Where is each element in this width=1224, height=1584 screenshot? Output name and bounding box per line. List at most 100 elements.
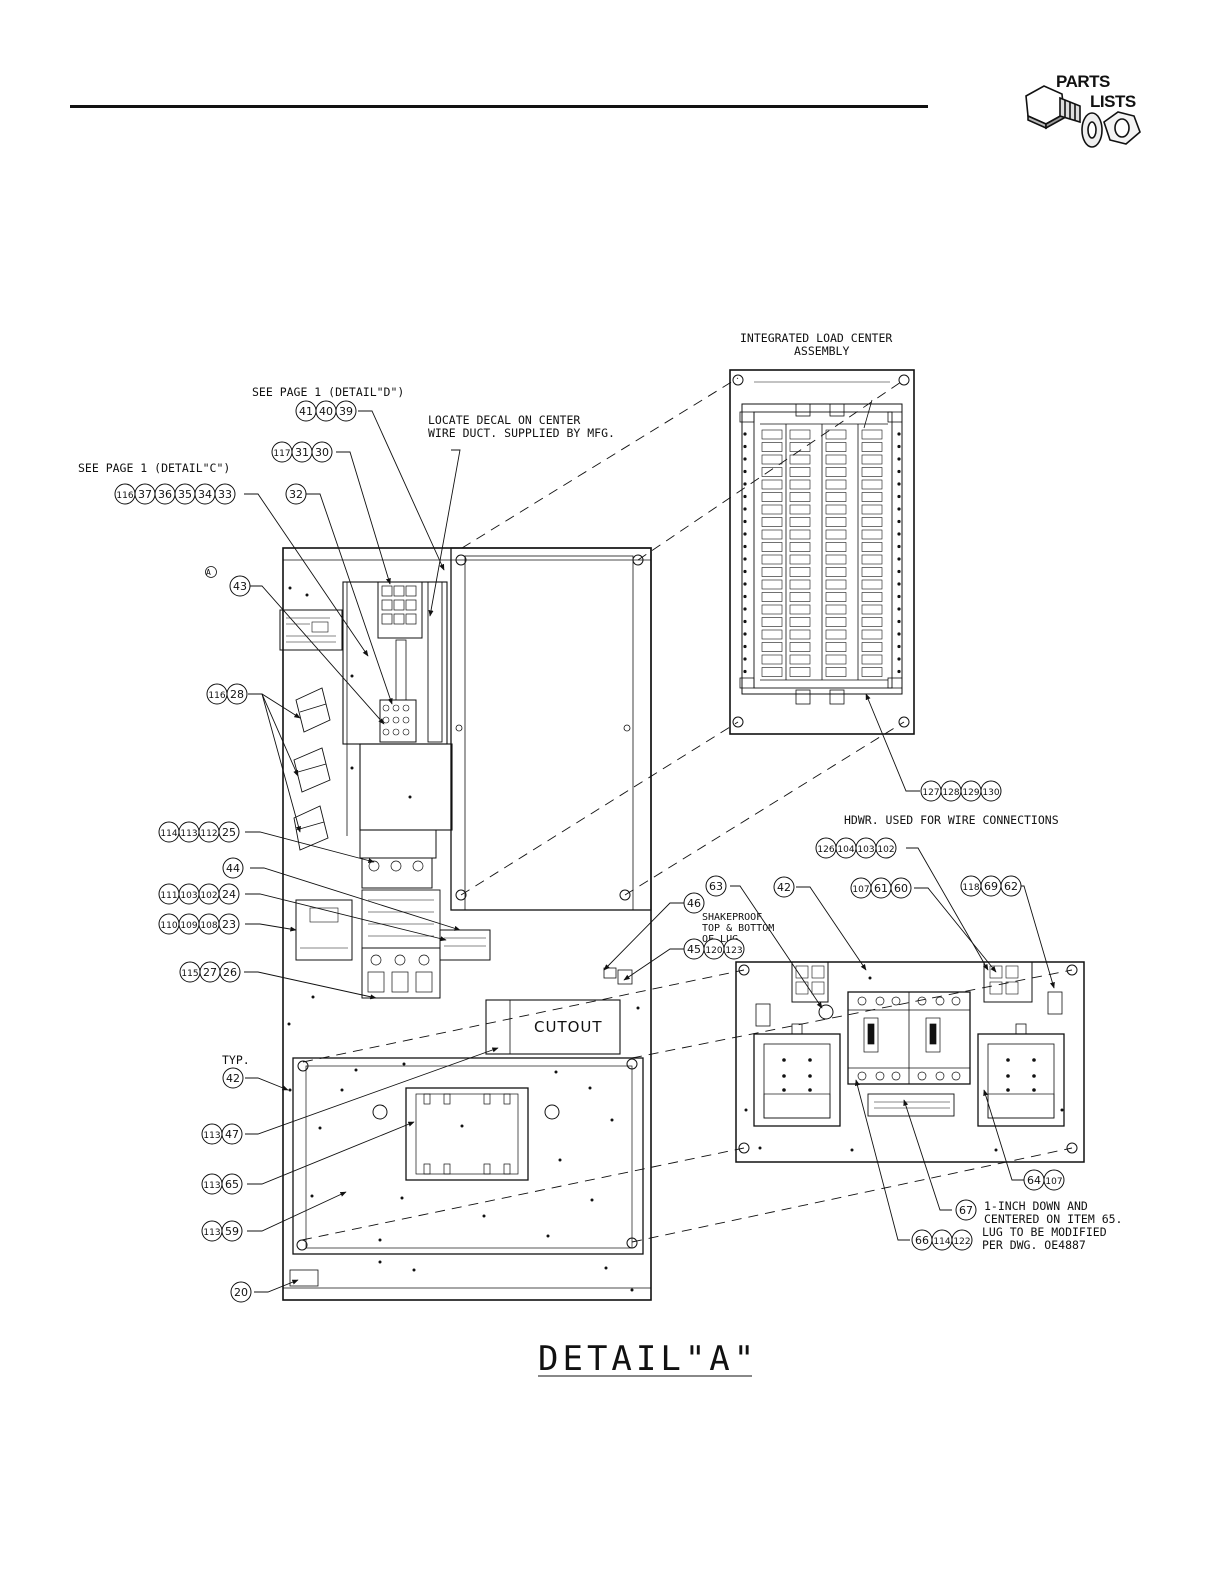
callout-circle [221,1123,243,1145]
breaker-slot [789,642,811,652]
rail-hole [743,544,747,549]
shakeproof-line2: TOP & BOTTOM [702,923,774,934]
breaker-slot [861,492,883,502]
callout-number: 126 [817,845,834,855]
breaker-slot [861,667,883,677]
breaker-slot [789,629,811,640]
breaker-slot [825,592,847,602]
breaker-slot [861,529,883,540]
breaker-slot [825,442,847,452]
breaker-slot [761,529,783,540]
rail-hole [897,544,901,549]
breaker-slot [789,617,811,627]
rail-hole [897,469,901,474]
callout-number: 69 [984,880,998,893]
cutout-label: CUTOUT [534,1018,603,1036]
note-66-line1: LUG TO BE MODIFIED [982,1225,1107,1239]
rail-hole [897,444,901,449]
rail-hole [897,669,901,674]
callout-number: 66 [915,1234,929,1247]
callout-number: 109 [180,921,197,931]
breaker-slot [761,667,783,677]
callout-number: 112 [200,829,217,839]
breaker-slot [861,604,883,615]
callout-number: 103 [857,845,874,855]
note-66-line2: PER DWG. OE4887 [982,1238,1086,1252]
callout-circle [723,938,745,960]
rail-hole [743,457,747,461]
breaker-slot [789,604,811,615]
callout-number: 59 [225,1225,239,1238]
callout-number: 130 [982,788,999,798]
callout-number: 120 [705,946,722,956]
breaker-slot [789,579,811,590]
breaker-slot [861,579,883,590]
breaker-slot [789,442,811,452]
breaker-slot [789,554,811,565]
callout-circle [1043,1169,1065,1191]
rail-hole [743,644,747,649]
annotation-labels: INTEGRATED LOAD CENTER ASSEMBLY SEE PAGE… [78,331,1122,1379]
rail-hole [897,494,901,499]
sub-panel-holes [744,976,1064,1152]
rail-hole [743,494,747,499]
breaker-slot [789,454,811,465]
breaker-slot [861,479,883,490]
rail-hole [743,632,747,636]
rail-hole [897,594,901,599]
rail-hole [743,594,747,599]
rail-hole [897,619,901,624]
breaker-slot [861,592,883,602]
breaker-slot [761,429,783,440]
rail-hole [743,619,747,624]
breaker-slot [789,592,811,602]
callout-circle [683,892,705,914]
callout-number: 113 [203,1131,220,1141]
breaker-slot [825,492,847,502]
callout-number: 116 [116,491,133,501]
callout-number: 35 [178,488,192,501]
callout-circle [1000,875,1022,897]
rail-hole [743,432,747,436]
callout-number: 113 [203,1228,220,1238]
callout-number: 64 [1027,1174,1041,1187]
rail-hole [743,532,747,536]
callout-number: 45 [687,943,701,956]
rail-hole [743,519,747,524]
rail-hole [897,644,901,649]
shakeproof-line3: OF LUG [702,934,738,945]
breaker-slot [761,579,783,590]
callout-circle [221,1173,243,1195]
callout-circle [335,400,357,422]
callout-number: 61 [874,882,888,895]
callout-circle [222,1067,244,1089]
breaker-slot [761,467,783,477]
breaker-slot [789,567,811,577]
breaker-slot [761,592,783,602]
callout-number: 31 [295,446,309,459]
callout-number: 32 [289,488,303,501]
breaker-slot [761,479,783,490]
breaker-slot [861,642,883,652]
detail-a-title: DETAIL"A" [538,1339,758,1379]
callout-number: 39 [339,405,353,418]
callout-number: 104 [837,845,854,855]
header-rule [70,105,928,108]
callout-number: 37 [138,488,152,501]
logo-text-parts: PARTS [1056,72,1110,91]
breaker-slot [825,454,847,465]
callout-circle [773,876,795,898]
breaker-slot [861,629,883,640]
parts-lists-logo: PARTS LISTS [1018,68,1148,168]
breaker-slot [761,554,783,565]
see-detail-c-label: SEE PAGE 1 (DETAIL"C") [78,461,230,475]
callout-number: 47 [225,1128,239,1141]
breaker-slot [825,529,847,540]
breaker-slot [861,504,883,515]
callout-number: 102 [877,845,894,855]
main-panel [279,547,652,1301]
leader-lines [244,410,1055,1293]
breaker-slot [861,617,883,627]
callout-number: 108 [200,921,217,931]
callout-circle [230,1281,252,1303]
